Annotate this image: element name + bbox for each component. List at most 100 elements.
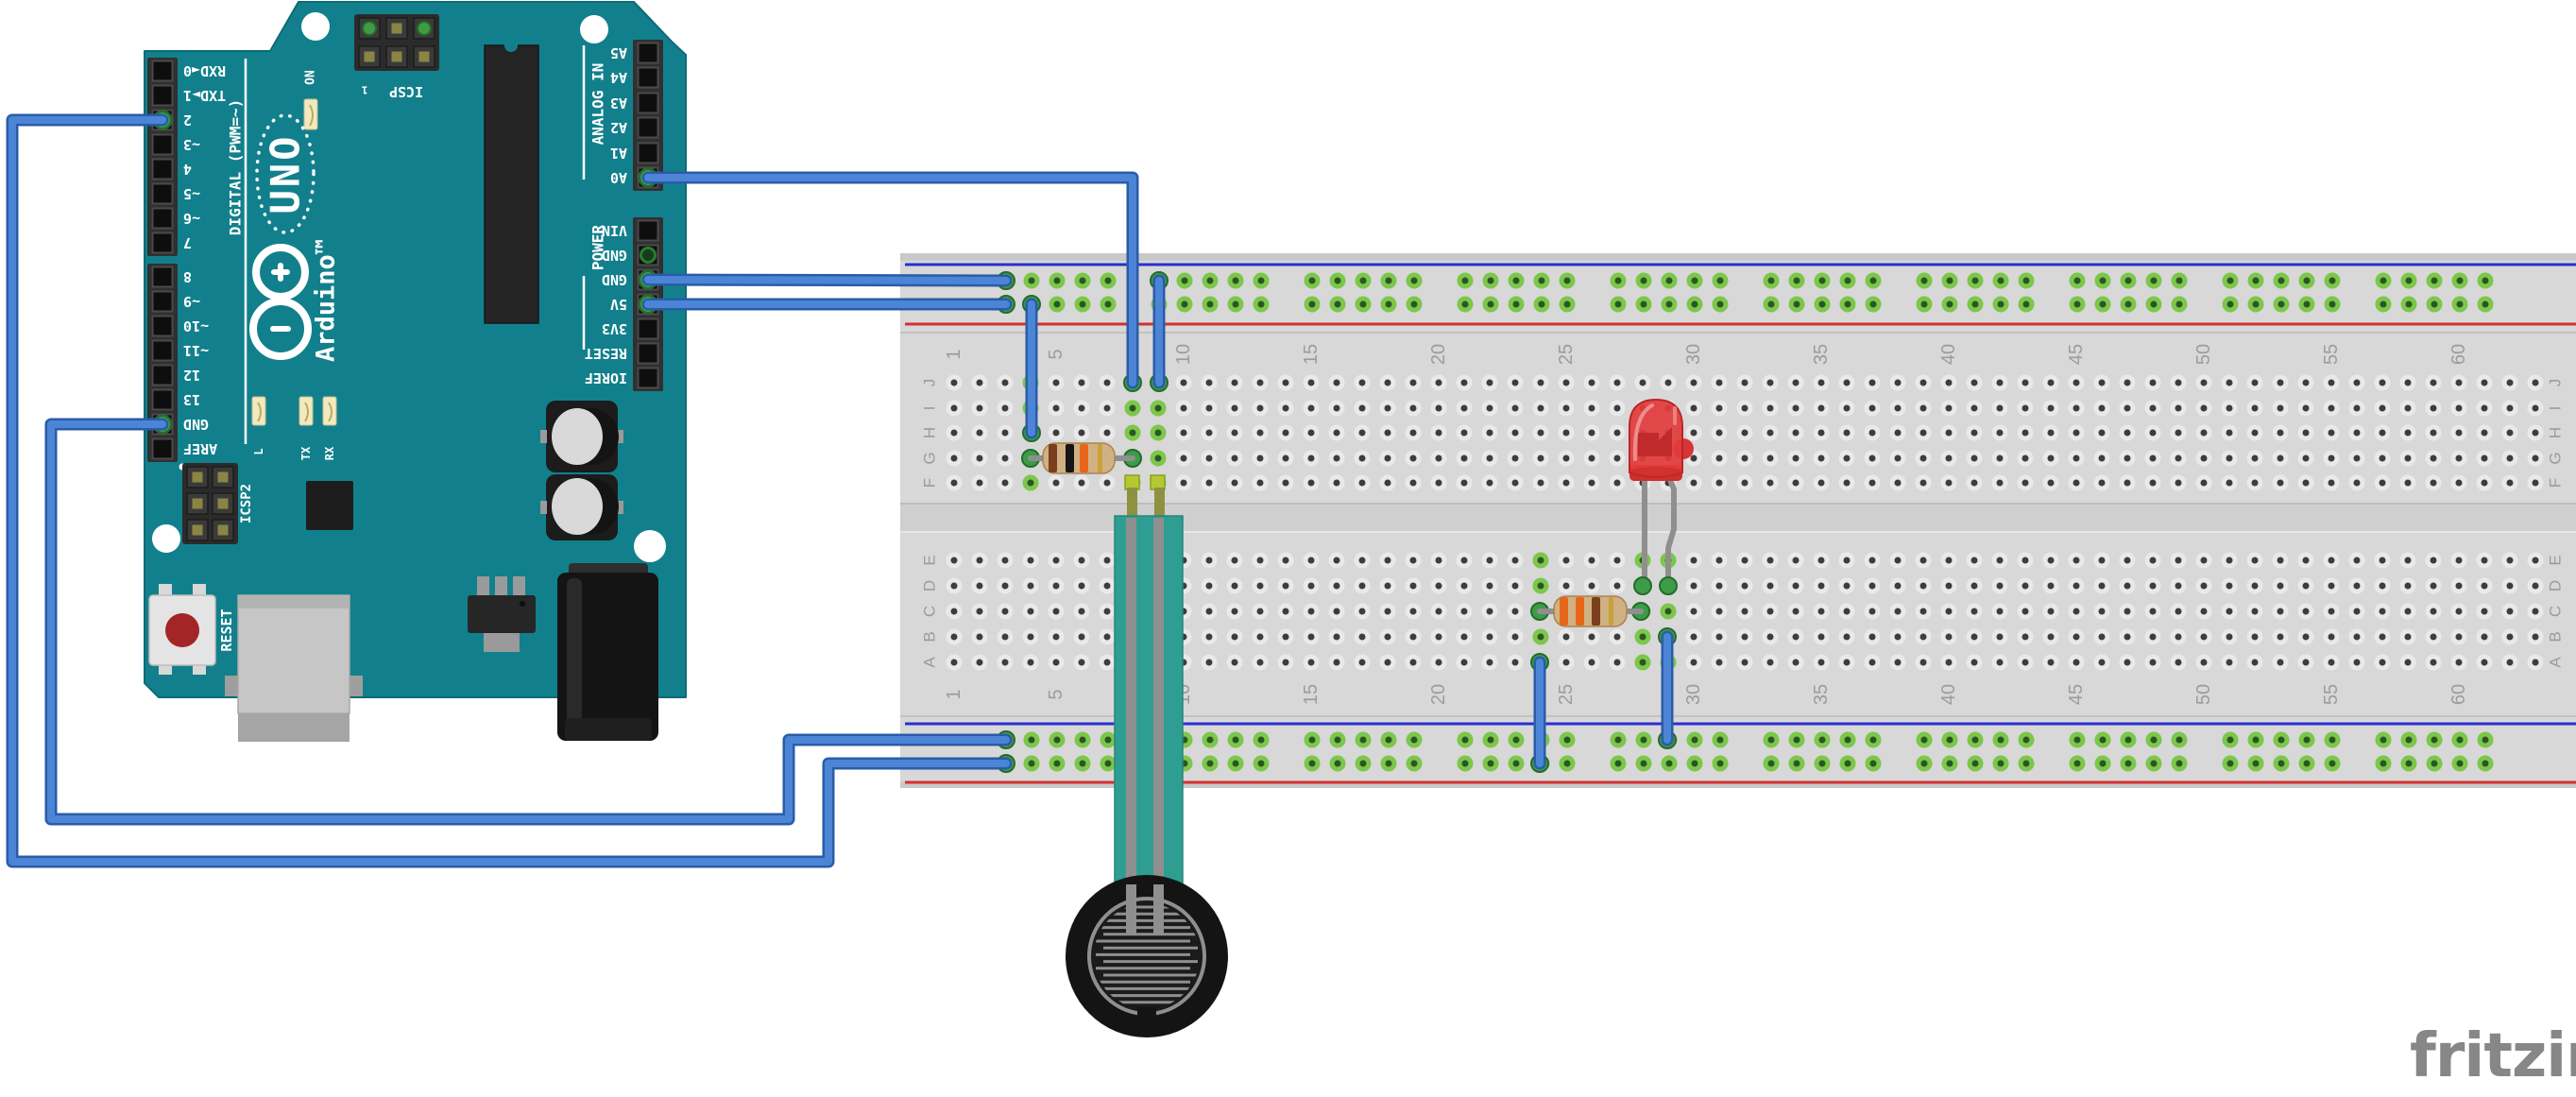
breadboard-hole[interactable] xyxy=(1405,654,1422,671)
breadboard-hole[interactable] xyxy=(1405,603,1422,620)
breadboard-hole[interactable] xyxy=(2323,400,2340,417)
breadboard-hole[interactable] xyxy=(2093,603,2110,620)
breadboard-hole[interactable] xyxy=(946,654,963,671)
breadboard-hole[interactable] xyxy=(1508,755,1525,772)
breadboard-hole[interactable] xyxy=(2221,628,2238,645)
breadboard-hole[interactable] xyxy=(1889,628,1906,645)
breadboard-hole[interactable] xyxy=(1430,603,1447,620)
breadboard-hole[interactable] xyxy=(1991,552,2008,569)
breadboard-hole[interactable] xyxy=(1379,603,1396,620)
breadboard-hole[interactable] xyxy=(1763,755,1780,772)
breadboard-hole[interactable] xyxy=(1864,474,1881,491)
breadboard-hole[interactable] xyxy=(2042,577,2059,594)
breadboard-hole[interactable] xyxy=(2068,450,2085,467)
breadboard-hole[interactable] xyxy=(1354,628,1371,645)
breadboard-hole[interactable] xyxy=(1813,654,1830,671)
breadboard-hole[interactable] xyxy=(2348,424,2365,441)
icsp-pin[interactable] xyxy=(385,17,408,40)
breadboard-hole[interactable] xyxy=(2348,450,2365,467)
breadboard-hole[interactable] xyxy=(2170,577,2187,594)
breadboard-hole[interactable] xyxy=(1839,272,1856,289)
breadboard-hole[interactable] xyxy=(1940,400,1957,417)
breadboard-hole[interactable] xyxy=(2323,374,2340,391)
breadboard-hole[interactable] xyxy=(1507,577,1524,594)
breadboard-hole[interactable] xyxy=(1328,628,1345,645)
breadboard-hole[interactable] xyxy=(2425,654,2442,671)
breadboard-hole[interactable] xyxy=(1252,400,1269,417)
breadboard-hole[interactable] xyxy=(2477,731,2494,748)
breadboard-hole[interactable] xyxy=(1685,577,1702,594)
wire-B29-to-bottom-rail-blue[interactable] xyxy=(1658,627,1677,749)
breadboard-hole[interactable] xyxy=(1558,654,1575,671)
breadboard-hole[interactable] xyxy=(2144,450,2161,467)
breadboard-hole[interactable] xyxy=(1559,755,1576,772)
breadboard-hole[interactable] xyxy=(2195,450,2212,467)
breadboard-hole[interactable] xyxy=(1405,552,1422,569)
breadboard-hole[interactable] xyxy=(1457,272,1474,289)
breadboard-hole[interactable] xyxy=(2246,450,2263,467)
breadboard-hole[interactable] xyxy=(1966,450,1983,467)
breadboard-hole[interactable] xyxy=(1507,400,1524,417)
breadboard-hole[interactable] xyxy=(1940,628,1957,645)
breadboard-hole[interactable] xyxy=(2272,474,2289,491)
breadboard-hole[interactable] xyxy=(1736,603,1753,620)
breadboard-hole[interactable] xyxy=(2399,424,2416,441)
resistor-2[interactable] xyxy=(1530,595,1650,627)
breadboard-hole[interactable] xyxy=(1481,552,1498,569)
breadboard-hole[interactable] xyxy=(1456,577,1473,594)
breadboard-hole[interactable] xyxy=(1788,731,1805,748)
breadboard-hole[interactable] xyxy=(2042,603,2059,620)
breadboard-hole[interactable] xyxy=(1049,296,1066,313)
breadboard-hole[interactable] xyxy=(2171,272,2188,289)
breadboard-hole[interactable] xyxy=(2324,755,2341,772)
breadboard-hole[interactable] xyxy=(2272,424,2289,441)
breadboard-hole[interactable] xyxy=(1991,400,2008,417)
breadboard-hole[interactable] xyxy=(1966,424,1983,441)
breadboard-hole[interactable] xyxy=(2246,654,2263,671)
arduino-pin-a4[interactable]: A4 xyxy=(610,66,659,89)
breadboard-hole[interactable] xyxy=(1915,400,1932,417)
reset-button[interactable] xyxy=(148,584,216,675)
breadboard-hole[interactable] xyxy=(1379,654,1396,671)
breadboard-hole[interactable] xyxy=(1073,424,1090,441)
breadboard-hole[interactable] xyxy=(997,450,1014,467)
breadboard-hole[interactable] xyxy=(2323,450,2340,467)
breadboard-hole[interactable] xyxy=(1889,374,1906,391)
breadboard-hole[interactable] xyxy=(946,552,963,569)
breadboard-hole[interactable] xyxy=(2476,577,2493,594)
breadboard-hole[interactable] xyxy=(2348,374,2365,391)
breadboard-hole[interactable] xyxy=(1788,755,1805,772)
breadboard-hole[interactable] xyxy=(2221,577,2238,594)
breadboard-hole[interactable] xyxy=(2501,552,2518,569)
breadboard-hole[interactable] xyxy=(1277,577,1294,594)
breadboard-hole[interactable] xyxy=(1838,450,1855,467)
breadboard-hole[interactable] xyxy=(997,552,1014,569)
breadboard-hole[interactable] xyxy=(1967,296,1984,313)
arduino-pin-a5[interactable]: A5 xyxy=(610,42,659,64)
breadboard-hole[interactable] xyxy=(1966,552,1983,569)
breadboard-hole[interactable] xyxy=(2119,374,2136,391)
breadboard-hole[interactable] xyxy=(1303,374,1320,391)
breadboard-hole[interactable] xyxy=(1201,424,1218,441)
breadboard-hole[interactable] xyxy=(2298,731,2315,748)
breadboard-hole[interactable] xyxy=(1838,628,1855,645)
breadboard-hole[interactable] xyxy=(2093,628,2110,645)
breadboard-hole[interactable] xyxy=(1252,552,1269,569)
breadboard-hole[interactable] xyxy=(1508,272,1525,289)
arduino-pin-13[interactable]: 13 xyxy=(151,388,201,411)
breadboard-hole[interactable] xyxy=(2018,296,2035,313)
breadboard-hole[interactable] xyxy=(1124,424,1141,441)
arduino-pin-a2[interactable]: A2 xyxy=(610,116,659,139)
breadboard-hole[interactable] xyxy=(2119,552,2136,569)
breadboard-hole[interactable] xyxy=(1762,400,1779,417)
breadboard-hole[interactable] xyxy=(997,603,1014,620)
breadboard-hole[interactable] xyxy=(1787,628,1804,645)
breadboard-hole[interactable] xyxy=(1482,272,1499,289)
breadboard-hole[interactable] xyxy=(1328,654,1345,671)
breadboard-hole[interactable] xyxy=(1252,577,1269,594)
breadboard-hole[interactable] xyxy=(1711,628,1728,645)
breadboard-hole[interactable] xyxy=(1814,755,1831,772)
breadboard-hole[interactable] xyxy=(1762,424,1779,441)
breadboard-hole[interactable] xyxy=(1175,474,1192,491)
breadboard-hole[interactable] xyxy=(1532,450,1549,467)
